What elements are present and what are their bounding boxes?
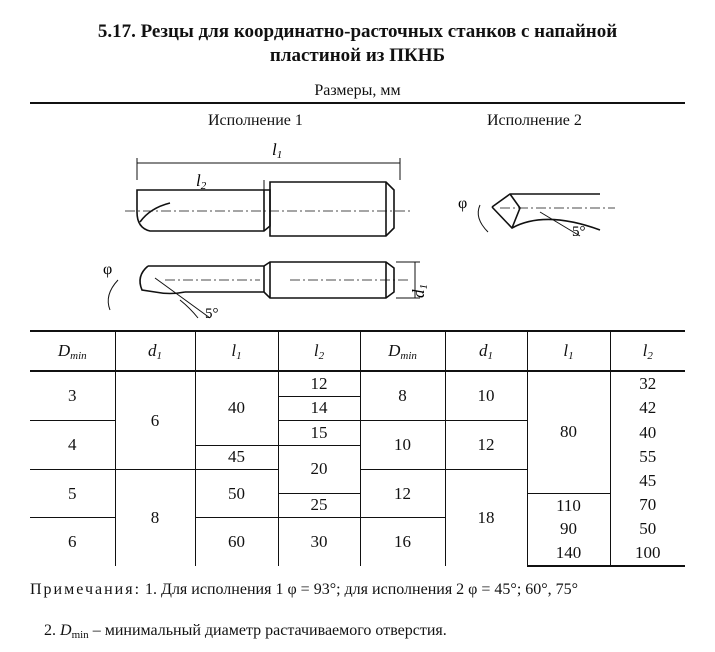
- cell-dmin: 6: [30, 517, 116, 566]
- cell-dmin: 4: [30, 420, 116, 470]
- header-l1: l1: [194, 330, 279, 372]
- cell-l1: 45: [195, 444, 279, 470]
- phi-label-v1: φ: [103, 261, 112, 278]
- units-subtitle: Размеры, мм: [314, 82, 401, 99]
- cell-l2-right: 32: [609, 371, 685, 396]
- l1-label: l1: [272, 140, 282, 161]
- cell-l1: 50: [194, 469, 279, 518]
- l1-dimension: [136, 158, 401, 180]
- table-header-row: Dmin d1 l1 l2 Dmin d1 l1 l2: [30, 330, 685, 372]
- cell-l1-right: 90: [526, 517, 611, 541]
- angle-label-v2: 5°: [572, 224, 586, 240]
- d1-label: d1: [409, 284, 430, 298]
- table-row: 4 15 10 12 40: [30, 420, 685, 470]
- cell-dmin: 3: [30, 371, 116, 421]
- cell-l2-right: 40: [609, 420, 685, 445]
- l2-label: l2: [196, 171, 207, 192]
- variant-2-label: Исполнение 2: [487, 112, 582, 129]
- header-l2-right: l2: [609, 330, 685, 372]
- table-row: 3 6 40 12 8 10 80 32: [30, 371, 685, 493]
- cell-l2: 30: [277, 517, 361, 566]
- cell-dmin-right: 10: [359, 420, 446, 470]
- cell-d1: 6: [114, 371, 196, 470]
- table-row: 14 42: [30, 395, 685, 421]
- cell-l2-right: 42: [609, 396, 685, 421]
- note-2: 2. Dmin – минимальный диаметр растачивае…: [44, 622, 447, 641]
- table-row: 25 110 70: [30, 492, 685, 518]
- cutter-drawing: l1 l2 d1 φ 5° φ 5°: [103, 140, 615, 322]
- v1-top-insert: [139, 202, 171, 223]
- v1-top-head: [136, 189, 271, 232]
- cell-l2: 15: [277, 420, 361, 445]
- v2-top-edge: [491, 193, 600, 208]
- cell-l2-right: 45: [609, 469, 685, 493]
- cell-l2-right: 70: [609, 493, 685, 518]
- cell-l1-right: 110: [526, 492, 611, 518]
- cell-l1-right: 80: [526, 371, 611, 493]
- header-dmin: Dmin: [30, 330, 116, 372]
- table-row: 6 60 30 16 90 50: [30, 517, 685, 566]
- d1-dimension: [396, 261, 420, 299]
- table-title-line2: пластиной из ПКНБ: [269, 45, 446, 66]
- cell-l2-right: 100: [609, 541, 685, 567]
- cell-dmin: 5: [30, 469, 116, 518]
- phi-arc-v2: [477, 204, 489, 233]
- cell-dmin-right: 16: [359, 517, 446, 566]
- cell-d1-right: 18: [444, 469, 528, 566]
- table-title-line1: 5.17. Резцы для координатно-расточных ст…: [97, 21, 618, 42]
- cell-l1: 40: [194, 371, 279, 445]
- angle-label-v1: 5°: [205, 306, 219, 322]
- table-row: 140 100: [30, 541, 685, 567]
- cell-l2-right: 55: [609, 445, 685, 470]
- cell-d1: 8: [114, 469, 196, 566]
- header-l2: l2: [277, 330, 361, 372]
- v1-top-shank: [269, 181, 395, 237]
- header-dmin-right: Dmin: [359, 330, 446, 372]
- cell-dmin-right: 8: [359, 371, 446, 421]
- cell-l2: 20: [277, 444, 361, 493]
- cell-l2: 12: [277, 371, 361, 396]
- variant-1-label: Исполнение 1: [208, 112, 303, 129]
- cell-l1-right: 140: [527, 541, 611, 567]
- cell-l2-right: 50: [609, 517, 685, 541]
- phi-arc-v1: [107, 279, 119, 311]
- v2-bottom-edge: [491, 206, 601, 231]
- dimensions-table: Dmin d1 l1 l2 Dmin d1 l1 l2 3 6 40 12 8 …: [30, 330, 685, 567]
- table-row: 45 20 55: [30, 444, 685, 493]
- cell-d1-right: 12: [444, 420, 528, 470]
- header-d1: d1: [114, 330, 196, 372]
- cell-d1-right: 10: [444, 371, 528, 421]
- phi-label-v2: φ: [458, 195, 467, 212]
- cell-l1: 60: [194, 517, 279, 566]
- note-1-text: 1. Для исполнения 1 φ = 93°; для исполне…: [141, 581, 579, 598]
- header-l1-right: l1: [526, 330, 611, 372]
- top-rule: [30, 102, 685, 104]
- header-d1-right: d1: [444, 330, 528, 372]
- cell-dmin-right: 12: [359, 469, 446, 518]
- note-1: Примечания: 1. Для исполнения 1 φ = 93°;…: [30, 580, 690, 599]
- table-row: 5 8 50 12 18 45: [30, 469, 685, 566]
- cell-l2: 14: [278, 395, 361, 421]
- cell-l2: 25: [278, 492, 361, 518]
- notes-label: Примечания:: [30, 581, 142, 598]
